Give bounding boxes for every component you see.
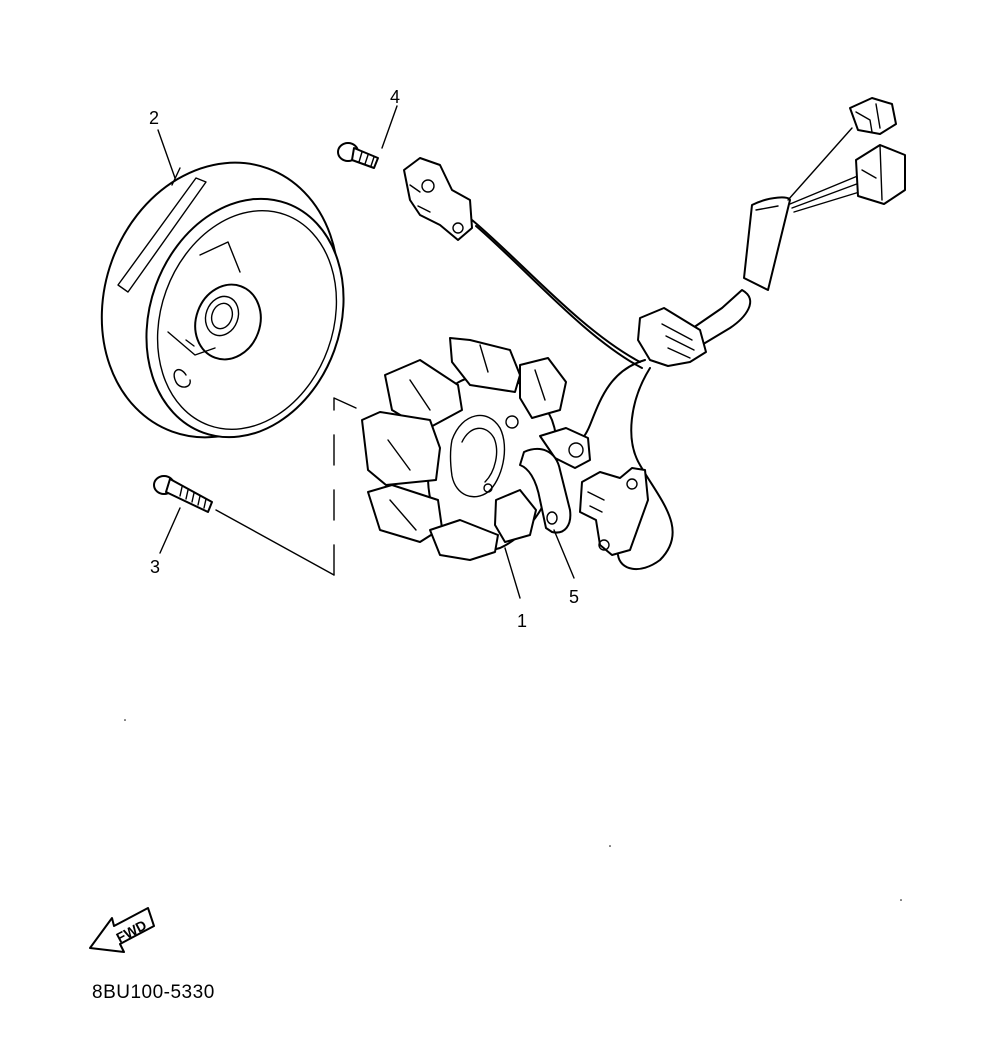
screw-part: [337, 142, 379, 169]
wire-harness: [559, 127, 867, 570]
connector-small: [849, 97, 897, 135]
leader-5: [553, 529, 575, 579]
stator-part: [361, 337, 591, 561]
leader-3: [159, 507, 181, 554]
connector-large: [855, 144, 906, 205]
leader-1: [504, 547, 521, 599]
pulser-coil-part: [579, 467, 649, 556]
leader-2: [157, 129, 176, 179]
pickup-coil-part: [403, 157, 643, 369]
forward-arrow-icon: FWD: [89, 907, 155, 953]
drawing-number: 8BU100-5330: [92, 982, 215, 1003]
callout-1: 1: [517, 611, 528, 631]
leader-4: [381, 105, 398, 149]
rotor-part: [100, 161, 345, 439]
callout-3: 3: [150, 557, 161, 577]
lead-holder-part: [519, 448, 572, 534]
bolt-part: [153, 475, 213, 513]
leader-lines: [157, 105, 575, 599]
callout-5: 5: [569, 587, 580, 607]
callout-4: 4: [390, 87, 401, 107]
callout-2: 2: [149, 108, 160, 128]
